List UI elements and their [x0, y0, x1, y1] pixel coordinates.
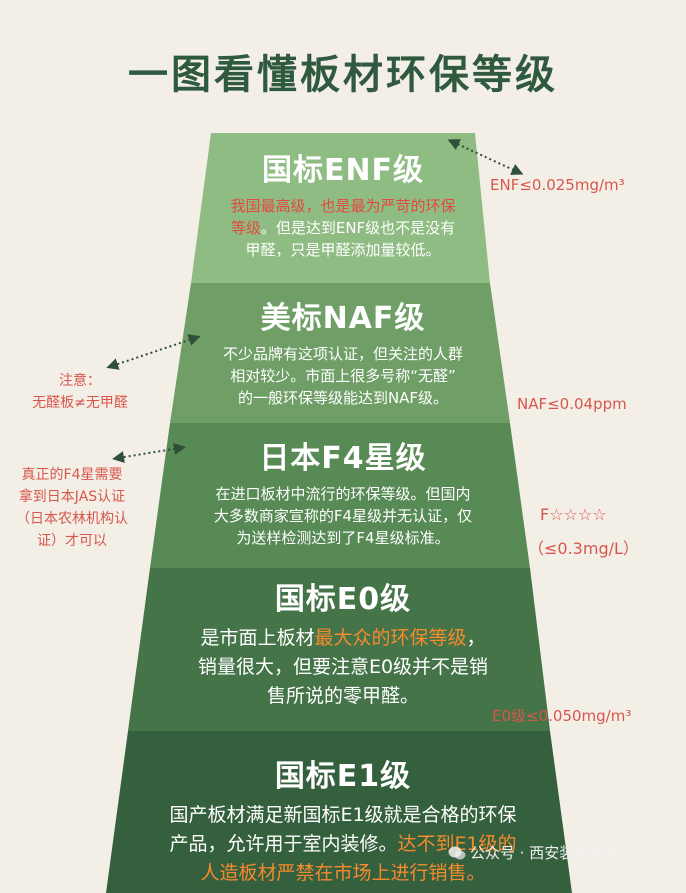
e0-standard: E0级≤0.050mg/m³: [492, 707, 632, 725]
f4-standard-stars: F☆☆☆☆: [540, 505, 607, 524]
tier-e0-shape: [128, 568, 550, 731]
naf-note-line: 无醛板≠无甲醛: [32, 395, 128, 411]
watermark-text: 公众号 · 西安装修课堂: [470, 844, 620, 862]
tier-e0-desc-comma: ，: [466, 627, 486, 649]
f4-note-line: 证）才可以: [37, 533, 107, 549]
tier-enf-desc-text: 。但是达到ENF级也不是没有: [260, 219, 456, 237]
tier-e0-desc-text-3: 售所说的零甲醛。: [266, 685, 419, 707]
tier-enf: 国标ENF级 我国最高级，也是最为严苛的环保 等级。但是达到ENF级也不是没有 …: [0, 133, 686, 283]
tier-enf-highlight-2: 等级: [230, 219, 261, 237]
tier-e0-desc: 是市面上板材最大众的环保等级， 销量很大，但要注意E0级并不是销 售所说的零甲醛…: [143, 624, 543, 711]
tier-naf-desc-line: 相对较少。市面上很多号称“无醛”: [230, 367, 456, 385]
tier-enf-desc: 我国最高级，也是最为严苛的环保 等级。但是达到ENF级也不是没有 甲醛，只是甲醛…: [193, 195, 493, 261]
f4-note: 真正的F4星需要 拿到日本JAS认证 （日本农林机构认 证）才可以: [2, 464, 142, 552]
f4-note-line: （日本农林机构认: [16, 511, 128, 527]
tier-e0: 国标E0级 是市面上板材最大众的环保等级， 销量很大，但要注意E0级并不是销 售…: [0, 568, 686, 731]
tier-e1: 国标E1级 国产板材满足新国标E1级就是合格的环保 产品，允许用于室内装修。达不…: [0, 731, 686, 893]
naf-note: 注意： 无醛板≠无甲醛: [10, 370, 150, 414]
f4-note-line: 真正的F4星需要: [21, 467, 123, 483]
tier-f4-desc-line: 大多数商家宣称的F4星级并无认证，仅: [213, 507, 473, 525]
tier-f4-desc-line: 在进口板材中流行的环保等级。但国内: [215, 485, 471, 503]
tier-e0-desc-text: 是市面上板材: [200, 627, 315, 649]
tier-naf-desc-line: 不少品牌有这项认证，但关注的人群: [222, 345, 463, 363]
tier-naf-desc-line: 的一般环保等级能达到NAF级。: [237, 389, 449, 407]
tier-enf-desc-text-2: 甲醛，只是甲醛添加量较低。: [245, 241, 441, 259]
tier-f4-desc: 在进口板材中流行的环保等级。但国内 大多数商家宣称的F4星级并无认证，仅 为送样…: [173, 483, 513, 549]
tier-naf-title: 美标NAF级: [260, 301, 426, 336]
tier-e0-desc-text-2: 销量很大，但要注意E0级并不是销: [197, 656, 489, 678]
tier-e1-highlight: 达不到E1级的: [397, 833, 517, 855]
enf-standard: ENF≤0.025mg/m³: [490, 176, 625, 194]
watermark: 公众号 · 西安装修课堂: [448, 842, 619, 863]
wechat-icon: [448, 846, 466, 860]
f4-note-line: 拿到日本JAS认证: [18, 489, 126, 505]
tier-e1-desc-text-2: 产品，允许用于室内装修。: [169, 833, 398, 855]
naf-standard: NAF≤0.04ppm: [517, 395, 627, 413]
tier-e0-highlight: 最大众的环保等级: [314, 627, 467, 649]
tier-e1-desc: 国产板材满足新国标E1级就是合格的环保 产品，允许用于室内装修。达不到E1级的 …: [123, 801, 563, 888]
tier-enf-title: 国标ENF级: [261, 153, 425, 188]
tier-enf-shape: [191, 133, 490, 283]
tier-e0-title: 国标E0级: [274, 582, 412, 617]
naf-note-line: 注意：: [59, 373, 101, 389]
tier-e1-desc-text: 国产板材满足新国标E1级就是合格的环保: [169, 804, 517, 826]
tier-f4-shape: [150, 423, 530, 568]
tier-naf-shape: [170, 283, 510, 423]
f4-standard-value: （≤0.3mg/L）: [528, 539, 639, 558]
tier-f4-desc-line: 为送样检测达到了F4星级标准。: [236, 529, 450, 547]
tier-e1-title: 国标E1级: [274, 759, 412, 794]
tier-naf-desc: 不少品牌有这项认证，但关注的人群 相对较少。市面上很多号称“无醛” 的一般环保等…: [183, 343, 503, 409]
page-title: 一图看懂板材环保等级: [128, 52, 558, 98]
tier-f4-title: 日本F4星级: [259, 441, 427, 476]
tier-naf: 美标NAF级 不少品牌有这项认证，但关注的人群 相对较少。市面上很多号称“无醛”…: [0, 283, 686, 423]
tier-enf-highlight: 我国最高级，也是最为严苛的环保: [230, 197, 456, 215]
tier-e1-highlight-2: 人造板材严禁在市场上进行销售。: [200, 862, 486, 884]
tier-f4: 日本F4星级 在进口板材中流行的环保等级。但国内 大多数商家宣称的F4星级并无认…: [0, 423, 686, 568]
